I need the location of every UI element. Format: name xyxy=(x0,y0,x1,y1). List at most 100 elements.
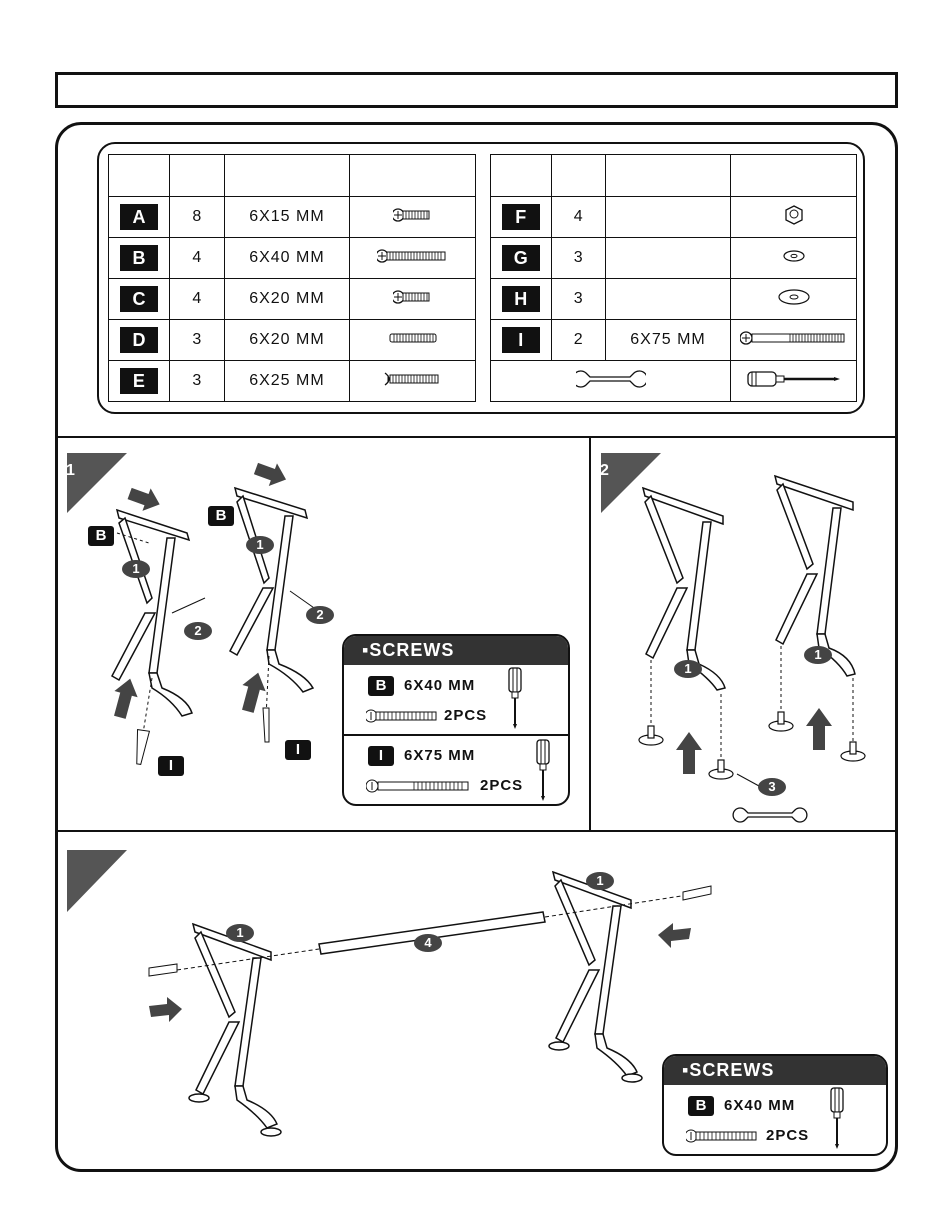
parts-table-left: A 8 6X15 MM B 4 6X40 MM C 4 6X20 MM D 3 … xyxy=(108,154,476,402)
callout-1: 1 xyxy=(674,660,702,678)
screw-medium-icon xyxy=(349,360,476,402)
header-cell xyxy=(604,154,732,197)
screw-short-icon xyxy=(349,278,476,320)
bullet-icon: ▪ xyxy=(682,1060,690,1080)
part-qty: 4 xyxy=(168,237,225,279)
screw-long-icon xyxy=(686,1129,757,1143)
part-letter: B xyxy=(119,245,158,271)
divider-bottom xyxy=(57,830,896,832)
nut-icon xyxy=(730,196,857,238)
screws-box: ▪SCREWS B 6X40 MM 2PCS xyxy=(662,1054,888,1156)
parts-table-right: F 4 G 3 H 3 I 2 6X75 MM xyxy=(489,154,857,402)
table-row: F 4 xyxy=(490,196,857,238)
washer-large-icon xyxy=(730,278,857,320)
callout-2: 2 xyxy=(184,622,212,640)
screw-size: 6X75 MM xyxy=(404,747,476,764)
header-cell xyxy=(223,154,351,197)
part-letter: C xyxy=(119,286,158,312)
part-qty: 4 xyxy=(168,278,225,320)
screwdriver-icon xyxy=(508,667,522,729)
part-letter: F xyxy=(501,204,540,230)
part-letter: D xyxy=(119,327,158,353)
screwdriver-icon xyxy=(536,739,550,801)
screw-long-icon xyxy=(366,709,437,723)
bolt-long-icon xyxy=(730,319,857,361)
wrench-icon xyxy=(489,360,732,402)
table-row: C 4 6X20 MM xyxy=(108,278,476,320)
screw-qty: 2PCS xyxy=(766,1127,810,1144)
tools-row xyxy=(489,360,857,402)
callout-3: 3 xyxy=(758,778,786,796)
header-cell xyxy=(349,154,476,197)
part-size: 6X40 MM xyxy=(223,237,351,279)
step2-illustration xyxy=(601,453,866,823)
screws-title: ▪SCREWS xyxy=(664,1056,886,1085)
part-letter: H xyxy=(501,286,540,312)
screws-title: ▪SCREWS xyxy=(344,636,568,665)
part-letter: B xyxy=(368,676,394,696)
bolt-long-icon xyxy=(366,779,469,793)
part-letter: G xyxy=(501,245,540,271)
callout-1: 1 xyxy=(122,560,150,578)
header-cell xyxy=(168,154,225,197)
header-cell xyxy=(550,154,606,197)
table-row: I 2 6X75 MM xyxy=(490,319,857,361)
screw-qty: 2PCS xyxy=(480,777,524,794)
part-qty: 3 xyxy=(550,237,606,279)
table-row: A 8 6X15 MM xyxy=(108,196,476,238)
callout-1: 1 xyxy=(246,536,274,554)
part-letter: B xyxy=(688,1096,714,1116)
screwdriver-icon xyxy=(730,360,857,402)
part-qty: 3 xyxy=(168,360,225,402)
callout-1: 1 xyxy=(804,646,832,664)
part-qty: 3 xyxy=(168,319,225,361)
instruction-frame xyxy=(55,122,898,1172)
step3-illustration xyxy=(67,850,712,1137)
part-letter: I xyxy=(368,746,394,766)
header-cell xyxy=(730,154,857,197)
header-cell xyxy=(108,154,170,197)
screw-short-icon xyxy=(349,196,476,238)
bullet-icon: ▪ xyxy=(362,640,370,660)
label-I: I xyxy=(158,756,184,776)
callout-2: 2 xyxy=(306,606,334,624)
part-size: 6X20 MM xyxy=(223,319,351,361)
part-size: 6X15 MM xyxy=(223,196,351,238)
callout-1: 1 xyxy=(586,872,614,890)
wrench-icon xyxy=(732,807,808,823)
crossbar xyxy=(318,911,546,955)
screw-size: 6X40 MM xyxy=(404,677,476,694)
threaded-rod-icon xyxy=(349,319,476,361)
screw-qty: 2PCS xyxy=(444,707,488,724)
part-qty: 3 xyxy=(550,278,606,320)
part-size: 6X25 MM xyxy=(223,360,351,402)
step2-number: 2 xyxy=(600,462,609,479)
part-qty: 8 xyxy=(168,196,225,238)
step-tab xyxy=(601,453,661,513)
header-cell xyxy=(490,154,552,197)
table-row: B 4 6X40 MM xyxy=(108,237,476,279)
table-row: G 3 xyxy=(490,237,857,279)
part-size xyxy=(604,278,732,320)
table-row: H 3 xyxy=(490,278,857,320)
title-bar xyxy=(55,72,898,108)
part-letter: E xyxy=(119,368,158,394)
label-I: I xyxy=(285,740,311,760)
screwdriver-icon xyxy=(830,1087,844,1149)
part-size: 6X75 MM xyxy=(604,319,732,361)
parts-panel xyxy=(97,142,865,414)
part-size xyxy=(604,237,732,279)
part-letter: A xyxy=(119,204,158,230)
washer-small-icon xyxy=(730,237,857,279)
callout-1: 1 xyxy=(226,924,254,942)
part-size xyxy=(604,196,732,238)
part-letter: I xyxy=(501,327,540,353)
screw-size: 6X40 MM xyxy=(724,1097,796,1114)
divider-vertical xyxy=(589,437,591,831)
screw-long-icon xyxy=(349,237,476,279)
part-qty: 4 xyxy=(550,196,606,238)
part-qty: 2 xyxy=(550,319,606,361)
table-row: D 3 6X20 MM xyxy=(108,319,476,361)
label-B: B xyxy=(88,526,114,546)
table-row: E 3 6X25 MM xyxy=(108,360,476,402)
